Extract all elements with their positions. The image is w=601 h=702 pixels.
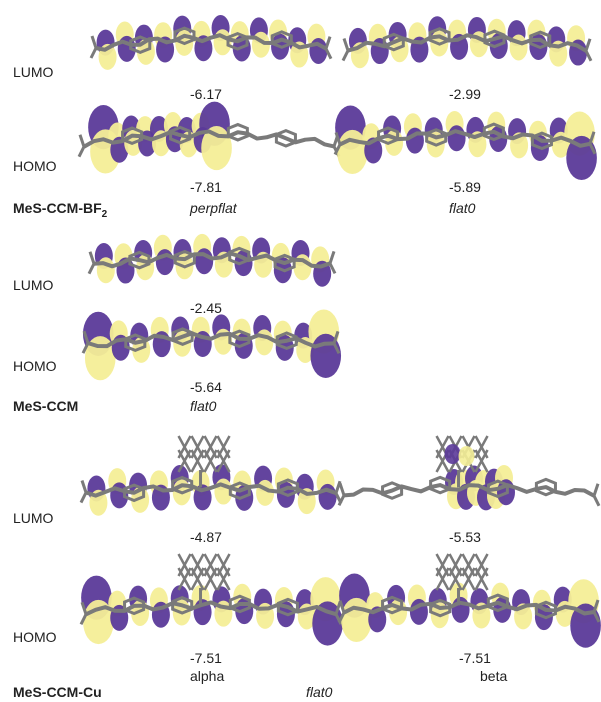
homo-label: HOMO (13, 629, 57, 645)
orbital-homo-cu-alpha (79, 553, 343, 646)
orbital-homo-cu-beta (337, 553, 601, 648)
homo-label: HOMO (13, 158, 57, 174)
homo-label: HOMO (13, 358, 57, 374)
lumo-label: LUMO (13, 64, 54, 80)
energy-value: -2.45 (190, 300, 222, 316)
orbital-lumo-bf2-perpflat (89, 15, 333, 70)
orbital-homo-bf2-flat0 (333, 105, 597, 181)
orbital-homo-bf2-perpflat (77, 101, 341, 174)
compound-name: MeS-CCM (13, 398, 79, 414)
energy-value: -4.87 (190, 529, 222, 545)
conformation-label: perpflat (190, 200, 237, 216)
orbital-lumo-cu-alpha (79, 435, 343, 516)
lumo-label: LUMO (13, 277, 54, 293)
energy-value: -6.17 (190, 86, 222, 102)
spin-label: beta (480, 668, 508, 684)
energy-value: -7.81 (190, 179, 222, 195)
lumo-label: LUMO (13, 510, 54, 526)
energy-value: -5.53 (449, 529, 481, 545)
spin-label: alpha (190, 668, 225, 684)
conformation-label: flat0 (306, 684, 333, 700)
compound-name: MeS-CCM-Cu (13, 684, 102, 700)
energy-value: -7.51 (190, 650, 222, 666)
orbital-lumo-bf2-flat0 (341, 16, 593, 69)
energy-value: -2.99 (449, 86, 481, 102)
conformation-label: flat0 (190, 398, 217, 414)
energy-value: -5.89 (449, 179, 481, 195)
orbital-lumo-ccm-flat0 (87, 233, 337, 287)
energy-value: -5.64 (190, 379, 222, 395)
orbital-homo-ccm-flat0 (81, 309, 342, 381)
compound-name: MeS-CCM-BF2 (13, 200, 108, 220)
conformation-label: flat0 (449, 200, 476, 216)
energy-value: -7.51 (459, 650, 491, 666)
orbital-lumo-cu-beta (337, 435, 601, 511)
